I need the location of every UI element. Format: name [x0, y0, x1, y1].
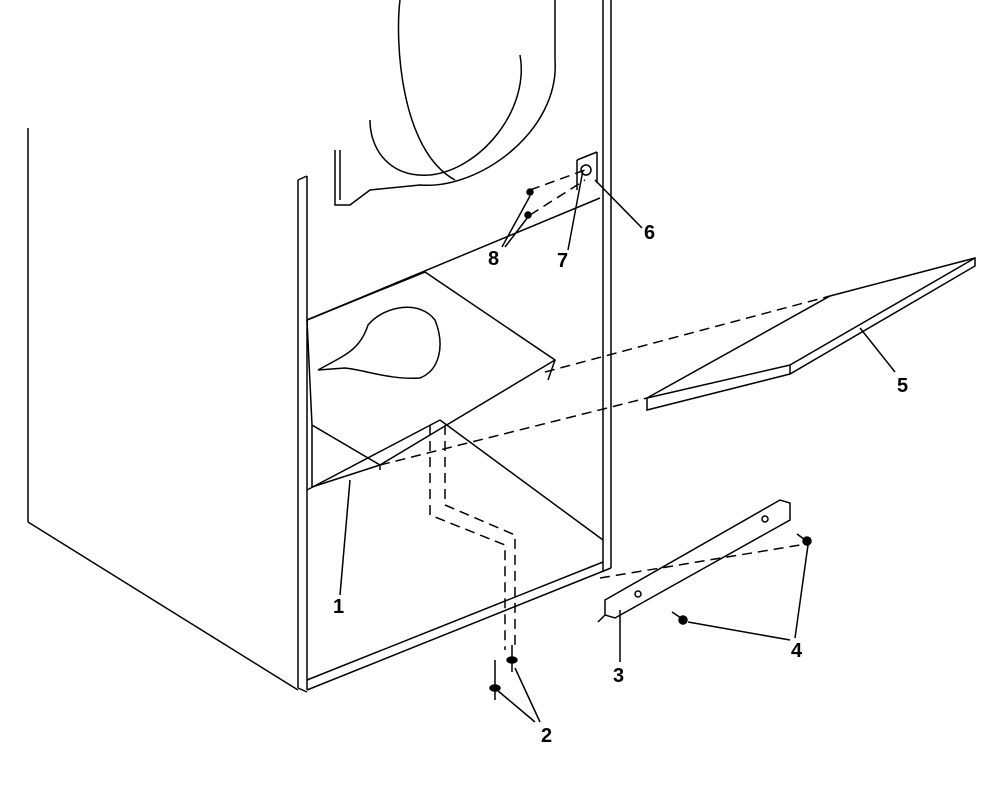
- burner-shelf: [306, 271, 604, 541]
- callout-1: 1: [333, 596, 345, 618]
- screws: [489, 164, 812, 700]
- callout-3: 3: [613, 665, 625, 687]
- drum-outline: [334, 0, 556, 206]
- callout-5: 5: [897, 375, 909, 397]
- upper-opening: [306, 151, 601, 321]
- leader-lines: [339, 169, 896, 723]
- assembly-lines: [379, 169, 831, 650]
- mounting-bracket: [597, 499, 791, 623]
- access-panel: [646, 257, 976, 411]
- callout-6: 6: [644, 222, 656, 244]
- callout-4: 4: [791, 640, 803, 662]
- callout-7: 7: [557, 250, 569, 272]
- callout-8: 8: [488, 248, 500, 270]
- cabinet-front-frame: [297, 0, 612, 693]
- cabinet-side-panel: [27, 128, 299, 691]
- callout-2: 2: [541, 725, 553, 747]
